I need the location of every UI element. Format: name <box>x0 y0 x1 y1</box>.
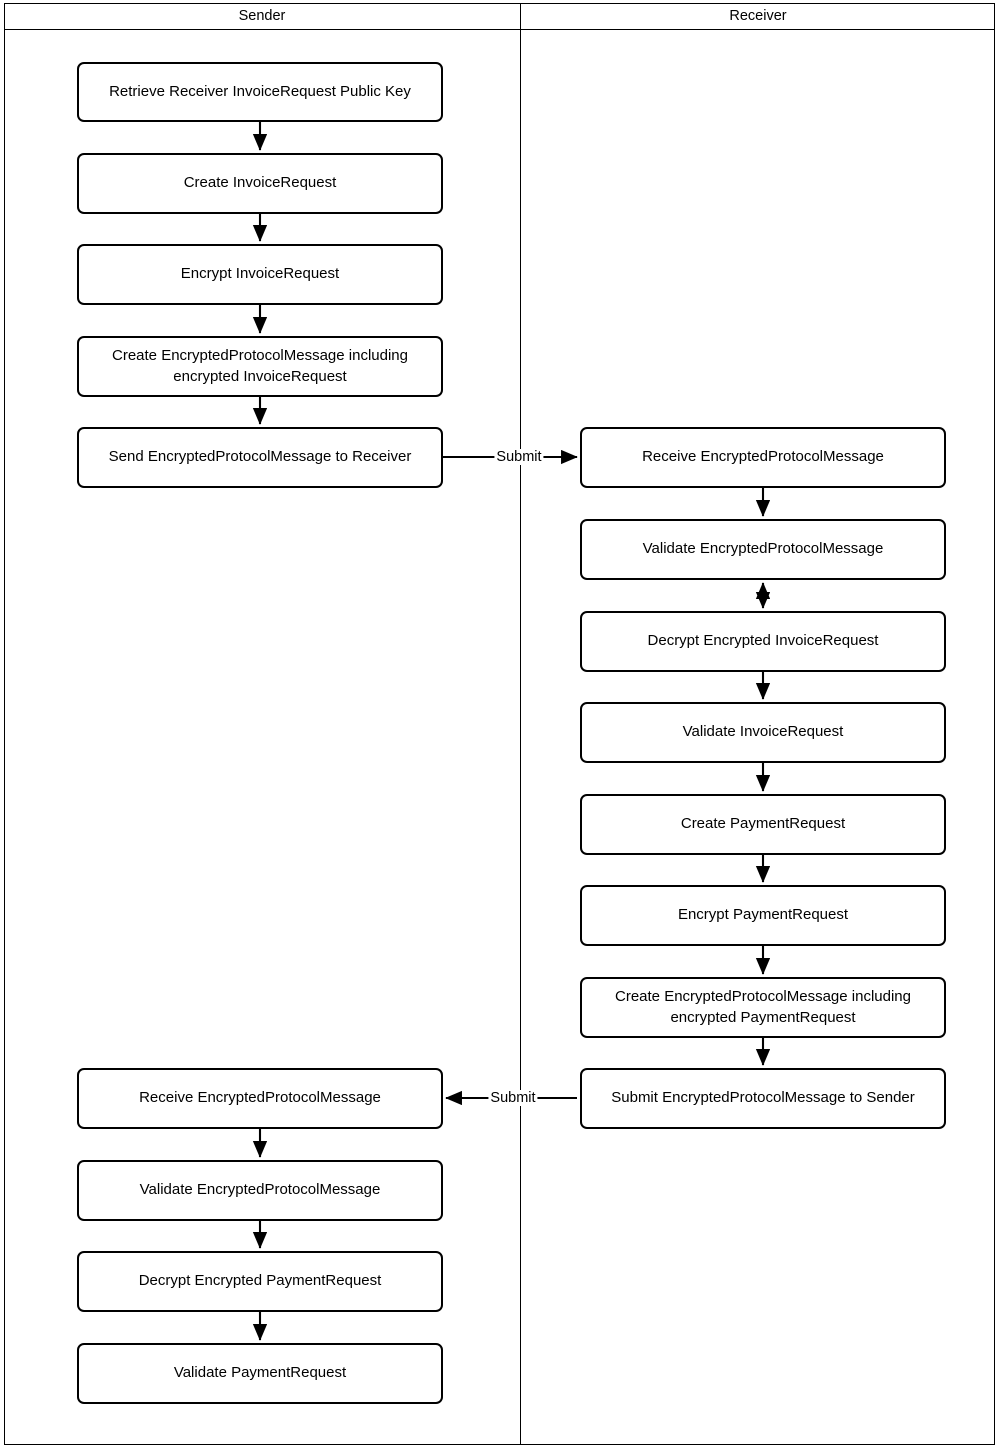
node-retrieve-receiver-invoicerequest-public-key[interactable]: Retrieve Receiver InvoiceRequest Public … <box>77 62 443 122</box>
node-validate-encryptedprotocolmessage-sender[interactable]: Validate EncryptedProtocolMessage <box>77 1160 443 1221</box>
node-receive-encryptedprotocolmessage-sender[interactable]: Receive EncryptedProtocolMessage <box>77 1068 443 1129</box>
node-send-encryptedprotocolmessage-to-receiver[interactable]: Send EncryptedProtocolMessage to Receive… <box>77 427 443 488</box>
node-encrypt-invoicerequest[interactable]: Encrypt InvoiceRequest <box>77 244 443 305</box>
swimlane-header-row: Sender Receiver <box>4 3 995 30</box>
node-receive-encryptedprotocolmessage-receiver[interactable]: Receive EncryptedProtocolMessage <box>580 427 946 488</box>
edge-label-submit-to-receiver: Submit <box>494 449 544 465</box>
node-create-encryptedprotocolmessage-invoicerequest[interactable]: Create EncryptedProtocolMessage includin… <box>77 336 443 397</box>
node-validate-invoicerequest[interactable]: Validate InvoiceRequest <box>580 702 946 763</box>
lane-header-receiver: Receiver <box>729 8 787 24</box>
node-validate-encryptedprotocolmessage-receiver[interactable]: Validate EncryptedProtocolMessage <box>580 519 946 580</box>
node-submit-encryptedprotocolmessage-to-sender[interactable]: Submit EncryptedProtocolMessage to Sende… <box>580 1068 946 1129</box>
edge-label-submit-to-sender: Submit <box>488 1090 538 1106</box>
node-validate-paymentrequest[interactable]: Validate PaymentRequest <box>77 1343 443 1404</box>
node-create-encryptedprotocolmessage-paymentrequest[interactable]: Create EncryptedProtocolMessage includin… <box>580 977 946 1038</box>
node-create-invoicerequest[interactable]: Create InvoiceRequest <box>77 153 443 214</box>
node-encrypt-paymentrequest[interactable]: Encrypt PaymentRequest <box>580 885 946 946</box>
node-create-paymentrequest[interactable]: Create PaymentRequest <box>580 794 946 855</box>
lane-divider <box>520 3 521 1445</box>
lane-header-sender: Sender <box>238 8 286 24</box>
node-decrypt-encrypted-invoicerequest[interactable]: Decrypt Encrypted InvoiceRequest <box>580 611 946 672</box>
node-decrypt-encrypted-paymentrequest[interactable]: Decrypt Encrypted PaymentRequest <box>77 1251 443 1312</box>
